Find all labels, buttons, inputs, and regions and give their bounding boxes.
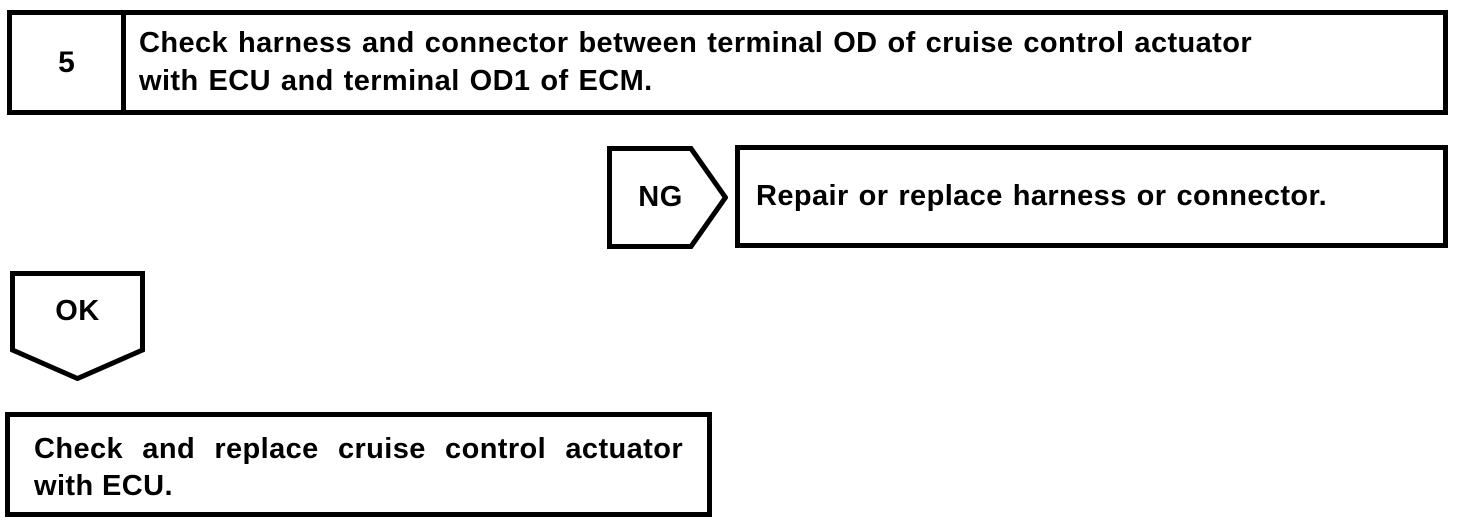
step-instruction-text: Check harness and connector between term… [139,27,1253,97]
ng-pentagon-icon [607,146,728,249]
result-text: Check and replace cruise control actuato… [34,433,683,502]
step-instruction: Check harness and connector between term… [126,15,1319,110]
ok-label: OK [55,294,100,327]
ng-action-text: Repair or replace harness or connector. [756,180,1328,212]
ok-pentagon-icon [10,271,145,381]
ok-connector: OK [10,271,145,381]
step-number: 5 [12,15,126,110]
ng-action-box: Repair or replace harness or connector. [735,145,1448,248]
ng-connector: NG [607,146,728,249]
result-box: Check and replace cruise control actuato… [5,412,712,517]
step-box: 5 Check harness and connector between te… [7,10,1448,115]
ng-label: NG [638,181,683,213]
